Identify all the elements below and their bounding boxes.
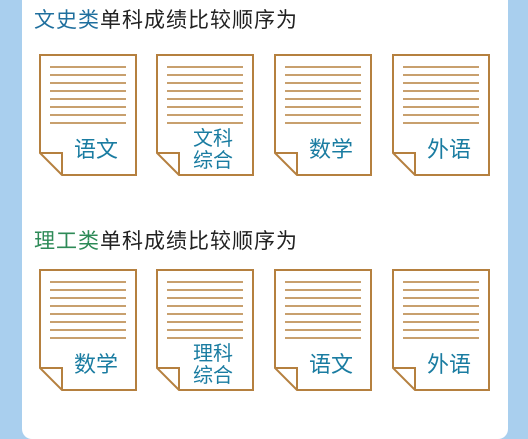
science-heading: 理工类单科成绩比较顺序为 (34, 229, 298, 253)
document-icon (156, 269, 254, 391)
document-card: 外语 (391, 268, 491, 392)
document-icon (39, 54, 137, 176)
subject-label: 理科综合 (193, 341, 233, 387)
liberal-arts-heading-rest: 单科成绩比较顺序为 (100, 8, 298, 32)
document-icon (39, 269, 137, 391)
science-accent: 理工类 (34, 229, 100, 253)
document-card: 文科综合 (155, 53, 255, 177)
document-icon (156, 54, 254, 176)
document-icon (274, 269, 372, 391)
document-icon (274, 54, 372, 176)
document-card: 数学 (273, 53, 373, 177)
subject-label: 文科综合 (193, 126, 233, 172)
subject-label: 语文 (308, 353, 353, 378)
subject-label: 外语 (426, 353, 471, 378)
subject-label: 外语 (426, 138, 471, 163)
subject-label: 语文 (73, 138, 118, 163)
document-card: 理科综合 (155, 268, 255, 392)
document-icon (392, 54, 490, 176)
liberal-arts-heading: 文史类单科成绩比较顺序为 (34, 8, 298, 32)
document-card: 外语 (391, 53, 491, 177)
subject-label: 数学 (73, 353, 118, 378)
document-card: 语文 (273, 268, 373, 392)
liberal-arts-accent: 文史类 (34, 8, 100, 32)
document-card: 语文 (38, 53, 138, 177)
subject-label: 数学 (308, 138, 353, 163)
document-icon (392, 269, 490, 391)
science-heading-rest: 单科成绩比较顺序为 (100, 229, 298, 253)
document-card: 数学 (38, 268, 138, 392)
